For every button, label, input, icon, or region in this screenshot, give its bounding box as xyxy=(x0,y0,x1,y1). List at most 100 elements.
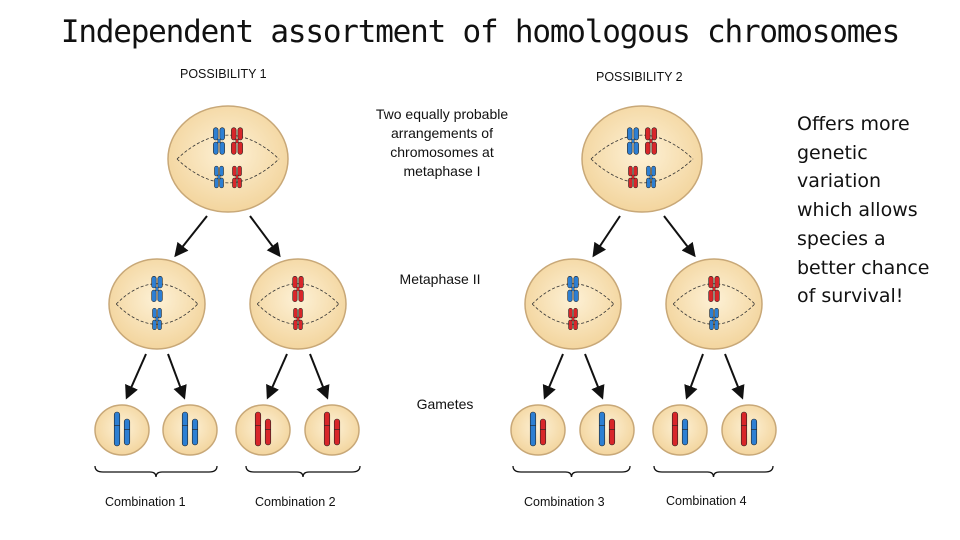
chromatid xyxy=(628,165,633,177)
centromere xyxy=(296,286,300,292)
chromatid xyxy=(157,319,162,331)
combination-brace xyxy=(245,465,361,478)
chromatid xyxy=(608,418,616,446)
chromatid xyxy=(181,411,189,447)
possibility-2-label: POSSIBILITY 2 xyxy=(596,70,683,84)
chromosome xyxy=(709,307,719,331)
chromatid xyxy=(237,141,243,155)
centromere xyxy=(217,138,221,144)
metaphase-ii-label: Metaphase II xyxy=(399,271,481,287)
arrow xyxy=(167,353,187,400)
chromatid xyxy=(219,141,225,155)
chromatid xyxy=(298,319,303,331)
chromatid xyxy=(740,411,748,447)
chromosome xyxy=(568,307,578,331)
chromatid xyxy=(157,289,163,302)
centromere xyxy=(235,138,239,144)
arrow xyxy=(724,353,745,400)
chromatid xyxy=(214,177,219,189)
combination-4-label: Combination 4 xyxy=(666,494,747,508)
chromosome xyxy=(152,307,162,331)
chromatid xyxy=(714,319,719,331)
arrow xyxy=(684,353,704,400)
cell-membrane xyxy=(721,404,777,456)
chromatid xyxy=(539,418,547,446)
chromatid xyxy=(633,177,638,189)
chromatid xyxy=(264,418,272,446)
centromere xyxy=(235,174,239,180)
metaphase-i-cell xyxy=(167,105,289,213)
cell-membrane xyxy=(579,404,635,456)
spindle-fiber xyxy=(672,303,756,325)
chromatid xyxy=(157,275,163,289)
arrow xyxy=(125,353,147,400)
chromatid xyxy=(232,165,237,177)
braces-layer xyxy=(94,465,774,478)
chromatid xyxy=(219,127,225,141)
chromatid xyxy=(231,141,237,155)
chromatid xyxy=(708,275,714,289)
chromatid xyxy=(646,177,651,189)
arrow xyxy=(174,215,208,258)
chromatid xyxy=(231,127,237,141)
chromatid xyxy=(651,177,656,189)
chromatid xyxy=(113,411,121,447)
spindle-fiber xyxy=(531,303,615,325)
chromatid xyxy=(750,418,758,446)
cell-membrane xyxy=(249,258,347,350)
arrow xyxy=(266,353,288,400)
page-title: Independent assortment of homologous chr… xyxy=(60,14,900,50)
chromatid xyxy=(651,165,656,177)
gametes-label: Gametes xyxy=(416,396,474,412)
chromatid xyxy=(714,307,719,319)
metaphase-ii-cell xyxy=(665,258,763,350)
chromatid xyxy=(213,127,219,141)
spindle-fiber xyxy=(590,134,694,160)
spindle-fiber xyxy=(115,303,199,325)
centromere xyxy=(712,316,716,322)
metaphase-i-note: Two equally probable arrangements of chr… xyxy=(375,106,509,179)
chromatid xyxy=(292,289,298,302)
gamete-cell xyxy=(579,404,635,456)
centromere xyxy=(155,316,159,322)
chromatid xyxy=(214,165,219,177)
chromatid xyxy=(219,177,224,189)
chromatid xyxy=(151,275,157,289)
spindle-fiber xyxy=(176,134,280,160)
chromatid xyxy=(237,165,242,177)
chromatid xyxy=(298,307,303,319)
centromere xyxy=(217,174,221,180)
combination-brace xyxy=(94,465,218,478)
cell-membrane xyxy=(94,404,150,456)
side-note: Offers more genetic variation which allo… xyxy=(797,113,930,308)
arrow xyxy=(249,215,281,258)
spindle-fiber xyxy=(590,158,694,184)
cell-membrane xyxy=(524,258,622,350)
chromatid xyxy=(292,275,298,289)
chromatid xyxy=(191,418,199,446)
chromatid xyxy=(568,319,573,331)
arrow xyxy=(542,353,564,400)
chromatid xyxy=(568,307,573,319)
cell-membrane xyxy=(167,105,289,213)
chromatid xyxy=(573,275,579,289)
centromere xyxy=(571,316,575,322)
chromosome xyxy=(214,165,224,189)
chromatid xyxy=(627,141,633,155)
chromatid xyxy=(709,319,714,331)
chromatid xyxy=(598,411,606,447)
cell-membrane xyxy=(162,404,218,456)
metaphase-i-cell xyxy=(581,105,703,213)
chromatid xyxy=(293,307,298,319)
chromatid xyxy=(232,177,237,189)
gamete-cell xyxy=(162,404,218,456)
chromatid xyxy=(709,307,714,319)
chromatid xyxy=(627,127,633,141)
chromatid xyxy=(323,411,331,447)
metaphase-ii-cell xyxy=(249,258,347,350)
centromere xyxy=(155,286,159,292)
chromatid xyxy=(333,418,341,446)
chromatid xyxy=(219,165,224,177)
spindle-fiber xyxy=(115,283,199,305)
spindle-fiber xyxy=(176,158,280,184)
